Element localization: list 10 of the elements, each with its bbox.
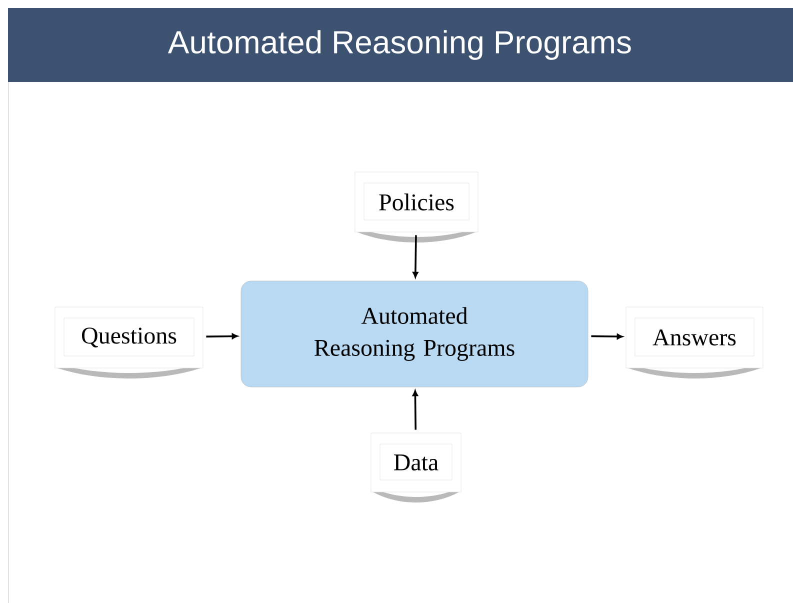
title-bar: Automated Reasoning Programs bbox=[8, 8, 793, 82]
paper-box: Data bbox=[370, 432, 462, 502]
arrow bbox=[591, 334, 623, 340]
paper-box: Policies bbox=[354, 172, 478, 242]
arrow bbox=[206, 333, 238, 339]
arrow bbox=[412, 235, 418, 278]
paper-box: Answers bbox=[626, 306, 764, 378]
paper-box: Questions bbox=[54, 306, 204, 378]
arrow bbox=[412, 390, 418, 430]
process-box: Automated Reasoning Programs bbox=[240, 280, 588, 388]
